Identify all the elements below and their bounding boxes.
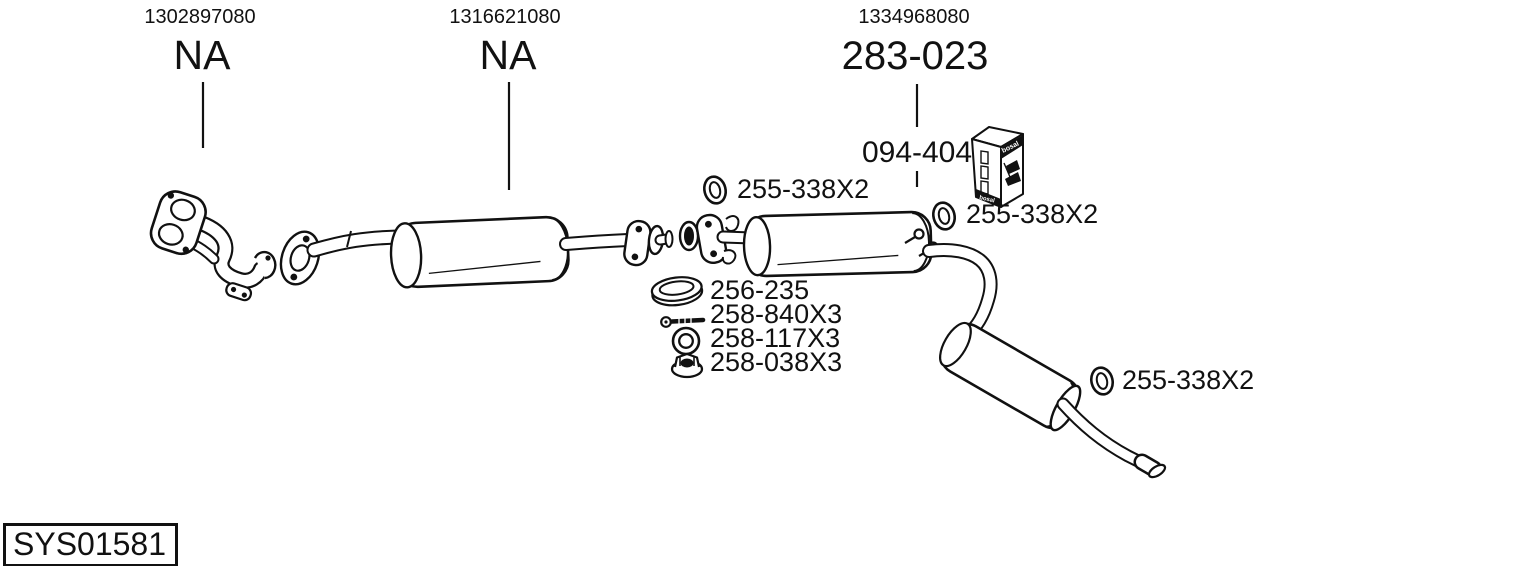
center-outlet-flange (623, 219, 652, 267)
bosal-brand-band (1001, 135, 1023, 159)
rubber-ring-icon (932, 201, 956, 231)
oe-reference-2: 1316621080 (449, 6, 561, 28)
part-code-hanger-1: 255-338X2 (737, 174, 870, 204)
gasket-ring-icon (650, 276, 704, 307)
leader-lines (201, 82, 919, 190)
part-code-hanger-3: 255-338X2 (1122, 365, 1255, 395)
oe-reference-3: 1334968080 (858, 6, 970, 28)
front-pipe-bracket (225, 282, 253, 302)
oe-reference-1: 1302897080 (144, 6, 256, 28)
part-code-fitting-kit: 094-404 (861, 136, 973, 169)
part-code-center-section: NA (479, 32, 537, 78)
nut-icon (670, 352, 704, 379)
rubber-ring-icon (1090, 366, 1114, 396)
bosal-box-icon: bosal bosal (971, 126, 1024, 208)
center-resonator-body (389, 215, 570, 289)
front-flange (149, 190, 207, 256)
part-code-hanger-2: 255-338X2 (966, 199, 1099, 229)
part-code-rear-section: 283-023 (841, 34, 989, 78)
bosal-brand-text-bottom: bosal (979, 195, 996, 204)
part-code-gasket: 256-235 (710, 275, 810, 305)
part-code-washer: 258-117X3 (710, 323, 841, 353)
middle-muffler-body (742, 210, 933, 278)
rear-muffler (939, 321, 1167, 479)
tailpipe-tip (1147, 463, 1167, 479)
part-code-nut: 258-038X3 (710, 347, 843, 377)
system-code-badge: SYS01581 (3, 523, 179, 566)
bolt-icon (660, 316, 706, 328)
center-inlet-flange (279, 230, 321, 286)
middle-muffler (678, 210, 998, 341)
center-resonator-assembly (279, 215, 674, 289)
middle-muffler-flange (695, 213, 728, 265)
front-downpipe (149, 190, 277, 302)
part-code-front-pipe: NA (173, 32, 231, 78)
washer-icon (671, 326, 701, 356)
part-code-bolt: 258-840X3 (710, 299, 843, 329)
rubber-ring-icon (703, 175, 727, 205)
